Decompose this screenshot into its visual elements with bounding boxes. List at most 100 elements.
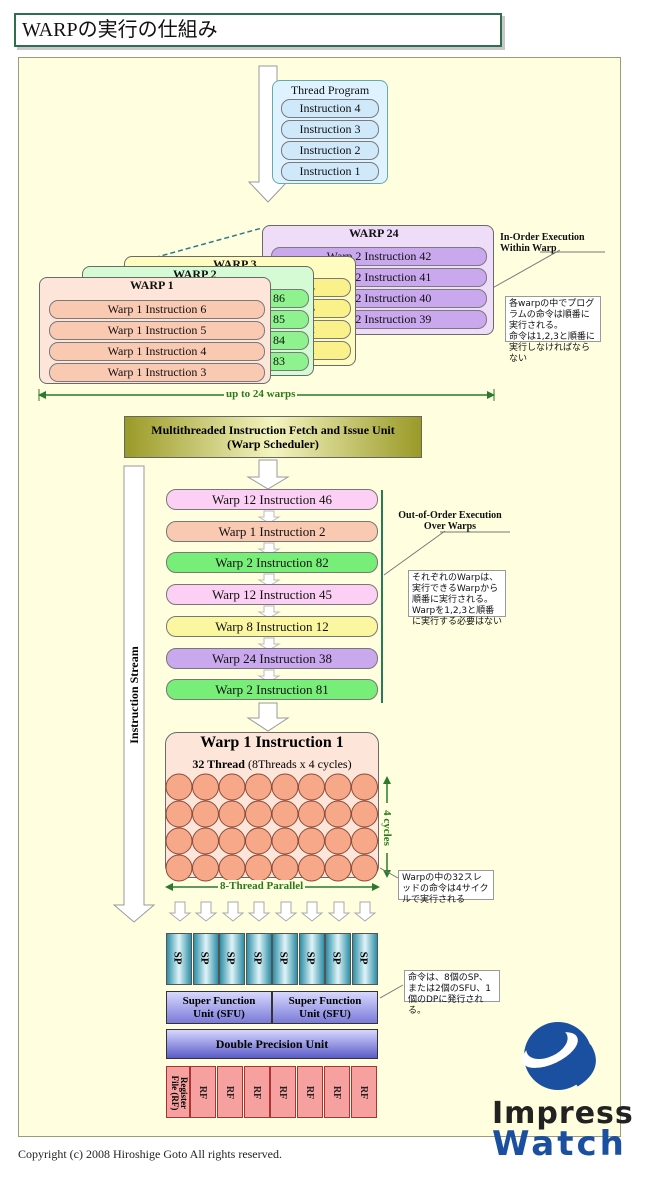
inorder-label: In-Order Execution Within Warp — [500, 232, 585, 254]
sfu-note: 命令は、8個のSP、または2個のSFU、1個のDPに発行される。 — [404, 970, 500, 1016]
sp-unit: SP — [219, 933, 245, 985]
sp-label: SP — [277, 951, 290, 965]
thread-circle — [218, 773, 246, 801]
thread-instruction: Instruction 3 — [281, 120, 379, 139]
thread-circle — [324, 854, 352, 882]
warp1-box: WARP 1 Warp 1 Instruction 6 Warp 1 Instr… — [39, 277, 271, 384]
thread-circle — [298, 854, 325, 882]
rf-label: RF — [331, 1085, 343, 1100]
stream-instruction: Warp 8 Instruction 12 — [166, 615, 378, 637]
thread-circle — [192, 854, 219, 882]
rf-label: RF — [250, 1085, 262, 1100]
exec-note-pointer — [379, 867, 399, 879]
warp1-instruction: Warp 1 Instruction 6 — [49, 300, 265, 319]
copyright: Copyright (c) 2008 Hiroshige Goto All ri… — [18, 1147, 282, 1161]
sp-label: SP — [303, 951, 316, 965]
sp-row: SP SP SP SP SP SP SP SP — [166, 933, 378, 985]
page-title-text: WARPの実行の仕組み — [22, 19, 218, 41]
warp1-instruction: Warp 1 Instruction 5 — [49, 321, 265, 340]
parallel-label: 8-Thread Parallel — [218, 880, 306, 892]
thread-circle — [166, 854, 193, 882]
exec-box: Warp 1 Instruction 1 32 Thread (8Threads… — [165, 732, 379, 882]
sp-unit: SP — [272, 933, 298, 985]
warp-scheduler-label: Multithreaded Instruction Fetch and Issu… — [151, 423, 395, 451]
sp-label: SP — [250, 951, 263, 965]
thread-instruction: Instruction 4 — [281, 99, 379, 118]
thread-circle — [324, 827, 352, 855]
thread-circle — [166, 773, 193, 801]
rf-header: Register File (RF) — [166, 1066, 190, 1118]
thread-circle — [192, 773, 219, 801]
impress-watch-logo: Impress Watch — [490, 1018, 633, 1164]
thread-circle — [245, 827, 272, 855]
sp-label: SP — [171, 951, 184, 965]
rf-label: RF — [197, 1085, 209, 1100]
sp-unit: SP — [166, 933, 192, 985]
thread-circle — [245, 800, 272, 828]
stream-instruction: Warp 12 Instruction 46 — [166, 489, 378, 510]
sfu-row: Super Function Unit (SFU) Super Function… — [166, 991, 378, 1024]
thread-circle — [298, 827, 325, 855]
parallel-arrow-right — [372, 883, 380, 891]
warp-scheduler: Multithreaded Instruction Fetch and Issu… — [124, 416, 422, 458]
scheduler-arrow — [246, 459, 290, 490]
inorder-note: 各warpの中でプログラムの命令は順番に実行される。 命令は1,2,3と順番に実… — [505, 296, 601, 364]
exec-subtitle: 32 Thread (8Threads x 4 cycles) — [166, 757, 378, 772]
thread-program-box: Thread Program Instruction 4 Instruction… — [272, 80, 388, 184]
ooo-label: Out-of-Order Execution Over Warps — [398, 510, 502, 532]
ooo-pointer — [383, 530, 446, 576]
rf-header-label: Register File (RF) — [170, 1075, 189, 1111]
sp-unit: SP — [351, 933, 378, 985]
exec-subtitle-bold: 32 Thread — [192, 757, 245, 771]
cycles-arrow-top — [383, 776, 391, 784]
logo-globe-icon — [522, 1022, 596, 1090]
sp-unit: SP — [298, 933, 325, 985]
thread-circle — [218, 854, 246, 882]
thread-circle — [271, 773, 299, 801]
page-title: WARPの実行の仕組み — [14, 13, 502, 47]
thread-circle — [351, 854, 378, 882]
sp-label: SP — [330, 951, 343, 965]
rf-label: RF — [277, 1085, 289, 1100]
sp-label: SP — [356, 951, 369, 965]
thread-circle — [218, 800, 246, 828]
sfu-note-pointer — [379, 984, 404, 999]
cycles-label: 4 cycles — [381, 803, 393, 853]
double-precision-unit: Double Precision Unit — [166, 1029, 378, 1059]
thread-circle — [245, 854, 272, 882]
up-to-arrow-left — [38, 391, 46, 399]
stream-instruction: Warp 1 Instruction 2 — [166, 520, 378, 542]
sp-unit: SP — [325, 933, 351, 985]
sp-unit: SP — [245, 933, 272, 985]
sfu-unit: Super Function Unit (SFU) — [166, 991, 272, 1024]
ooo-note: それぞれのWarpは、実行できるWarpから順番に実行される。 Warpを1,2… — [408, 570, 506, 627]
thread-grid — [166, 773, 378, 882]
sfu-unit: Super Function Unit (SFU) — [272, 991, 378, 1024]
sp-label: SP — [224, 951, 237, 965]
exec-title: Warp 1 Instruction 1 — [200, 734, 344, 751]
stream-instruction: Warp 2 Instruction 81 — [166, 679, 378, 701]
warp1-instruction: Warp 1 Instruction 3 — [49, 363, 265, 382]
sp-feed-arrows — [168, 901, 377, 922]
thread-circle — [351, 800, 378, 828]
warp24-title: WARP 24 — [349, 226, 399, 240]
logo-text-watch: Watch — [492, 1124, 627, 1164]
thread-circle — [324, 773, 352, 801]
dpu-label: Double Precision Unit — [215, 1037, 329, 1051]
rf-unit: RF — [350, 1066, 377, 1118]
thread-instruction: Instruction 2 — [281, 141, 379, 160]
stream-instruction: Warp 24 Instruction 38 — [166, 647, 378, 669]
exec-arrow — [246, 702, 290, 732]
rf-label: RF — [304, 1085, 316, 1100]
thread-circle — [271, 800, 299, 828]
parallel-arrow-left — [165, 883, 173, 891]
rf-unit: RF — [243, 1066, 270, 1118]
sp-label: SP — [197, 951, 210, 965]
rf-label: RF — [357, 1085, 369, 1100]
thread-circle — [218, 827, 246, 855]
inorder-pointer — [488, 249, 561, 291]
up-to-arrow-right — [487, 391, 495, 399]
rf-unit: RF — [270, 1066, 297, 1118]
rf-unit: RF — [324, 1066, 350, 1118]
